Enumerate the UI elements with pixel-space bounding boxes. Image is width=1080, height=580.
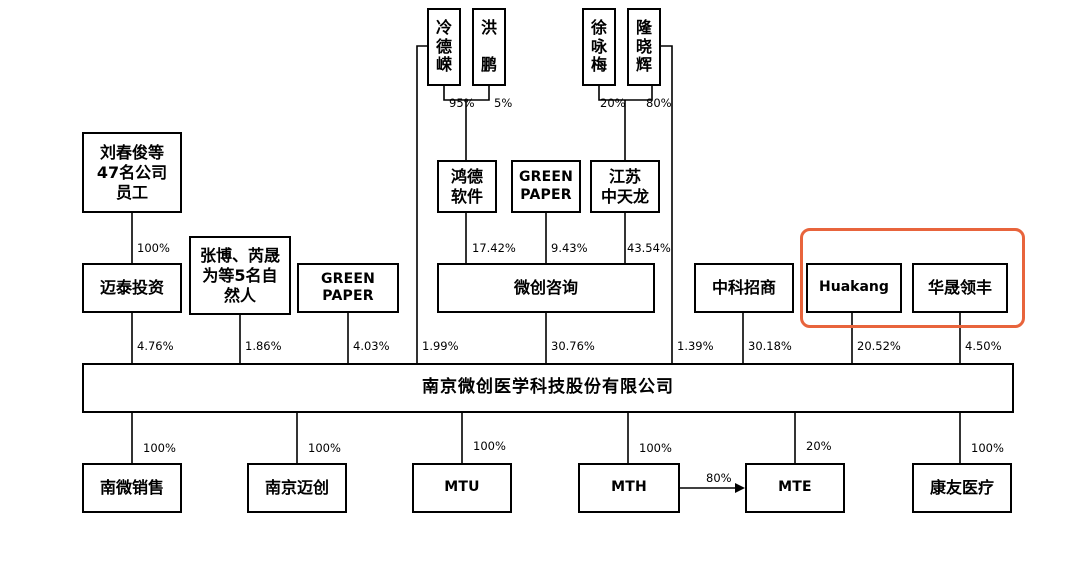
pct-sub-mth: 100% — [639, 441, 672, 455]
subsidiary-kangyou-medical: 康友医疗 — [912, 463, 1012, 513]
pct-sub-nanwei: 100% — [143, 441, 176, 455]
person-long-xiaohui: 隆 晓 辉 — [627, 8, 661, 86]
shareholder-zhangbo-group: 张博、芮晟 为等5名自 然人 — [189, 236, 291, 315]
pct-long-direct: 1.39% — [677, 339, 714, 353]
shareholder-weichuang-zixun: 微创咨询 — [437, 263, 655, 313]
pct-hongde-zixun: 17.42% — [472, 241, 516, 255]
pct-greenpaper-zixun: 9.43% — [551, 241, 588, 255]
shareholder-green-paper: GREEN PAPER — [297, 263, 399, 313]
pct-leng-direct: 1.99% — [422, 339, 459, 353]
pct-zhongke: 30.18% — [748, 339, 792, 353]
pct-mth-mte: 80% — [706, 471, 732, 485]
person-xu-yongmei: 徐 咏 梅 — [582, 8, 616, 86]
pct-xu-jiangsu: 20% — [600, 96, 626, 110]
pct-leng-hongde: 95% — [449, 96, 475, 110]
highlight-frame — [800, 228, 1025, 328]
entity-jiangsu-zhongtianlong: 江苏 中天龙 — [590, 160, 660, 213]
pct-sub-mtu: 100% — [473, 439, 506, 453]
entity-staff-group: 刘春俊等 47名公司 员工 — [82, 132, 182, 213]
subsidiary-mth: MTH — [578, 463, 680, 513]
pct-zhangbo: 1.86% — [245, 339, 282, 353]
person-leng-dehong: 冷 德 嵘 — [427, 8, 461, 86]
pct-huasheng: 4.50% — [965, 339, 1002, 353]
shareholder-huakang: Huakang — [806, 263, 902, 313]
pct-sub-maichuang: 100% — [308, 441, 341, 455]
person-hong-peng: 洪 鹏 — [472, 8, 506, 86]
subsidiary-nanjing-maichuang: 南京迈创 — [247, 463, 347, 513]
pct-sub-mte: 20% — [806, 439, 832, 453]
pct-staff-maitai: 100% — [137, 241, 170, 255]
subsidiary-nanwei-sales: 南微销售 — [82, 463, 182, 513]
shareholder-maitai: 迈泰投资 — [82, 263, 182, 313]
shareholder-huasheng-lingfeng: 华晟领丰 — [912, 263, 1008, 313]
main-company: 南京微创医学科技股份有限公司 — [82, 363, 1014, 413]
entity-hongde-software: 鸿德 软件 — [437, 160, 497, 213]
pct-greenpaper2: 4.03% — [353, 339, 390, 353]
pct-maitai: 4.76% — [137, 339, 174, 353]
pct-sub-kangyou: 100% — [971, 441, 1004, 455]
entity-green-paper-top: GREEN PAPER — [511, 160, 581, 213]
pct-hong-hongde: 5% — [494, 96, 513, 110]
pct-jiangsu-zixun: 43.54% — [627, 241, 671, 255]
pct-huakang: 20.52% — [857, 339, 901, 353]
pct-weichuang-zixun: 30.76% — [551, 339, 595, 353]
pct-long-jiangsu: 80% — [646, 96, 672, 110]
shareholder-zhongke-zhaoshang: 中科招商 — [694, 263, 794, 313]
subsidiary-mtu: MTU — [412, 463, 512, 513]
subsidiary-mte: MTE — [745, 463, 845, 513]
